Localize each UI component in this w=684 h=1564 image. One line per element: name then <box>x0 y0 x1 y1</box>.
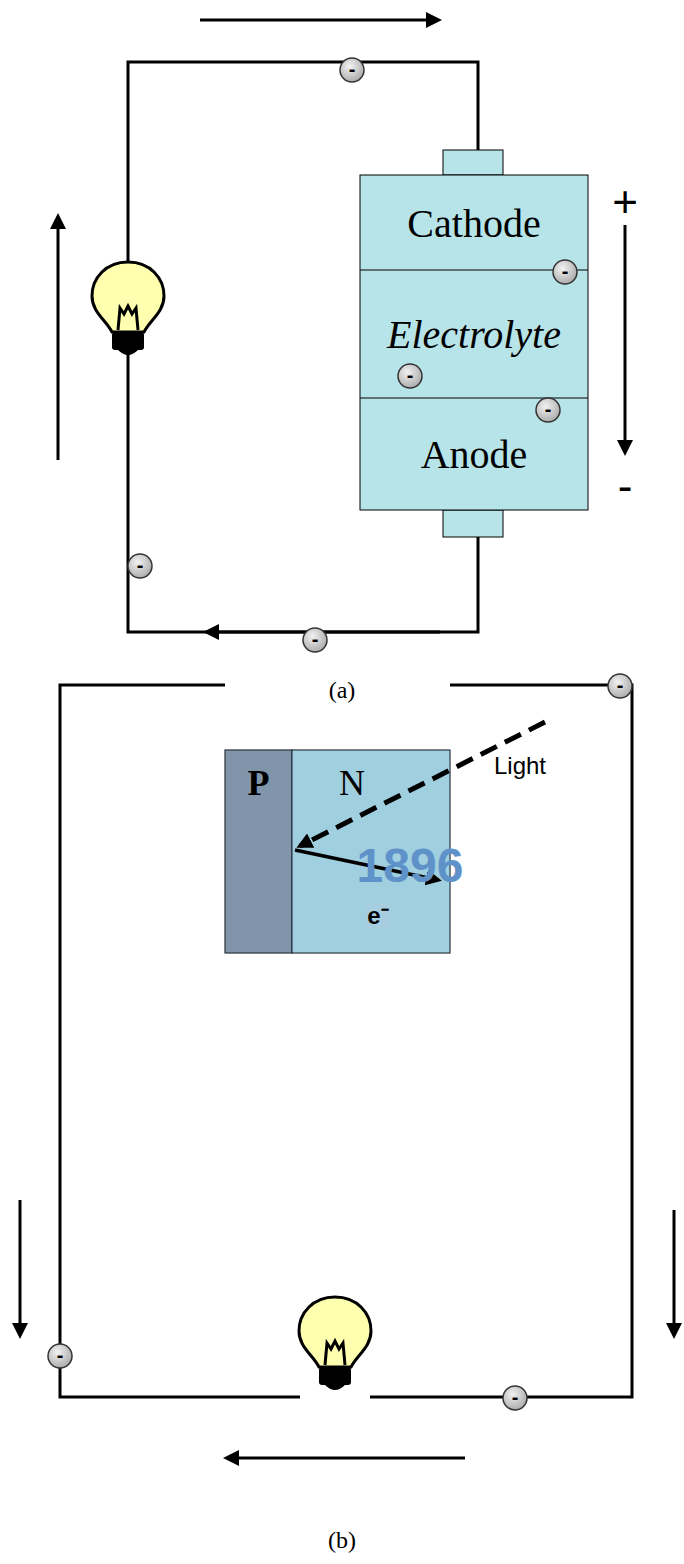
node-text: Cathode <box>407 200 540 247</box>
polarity-sign: + <box>612 180 638 224</box>
battery-body <box>360 175 588 510</box>
panel-caption: (a) <box>329 678 356 702</box>
electron-sign: - <box>407 365 414 385</box>
current-arrow <box>20 1200 674 1458</box>
battery-band: Anode <box>360 399 588 509</box>
node-text: P <box>248 762 270 804</box>
node-text: N <box>339 762 365 804</box>
light-bulb <box>92 262 164 355</box>
light-label: Light <box>492 754 548 778</box>
panel-caption: (b) <box>328 1528 356 1552</box>
electron-sign: - <box>349 59 356 79</box>
electron-sign: - <box>312 629 319 649</box>
light-bulb <box>299 1297 371 1390</box>
electron-sign: - <box>137 555 144 575</box>
band-divider <box>360 398 588 399</box>
polarity-sign: - <box>618 464 633 508</box>
wire <box>60 685 632 1397</box>
node-text: Anode <box>421 431 528 478</box>
watermark: 1896 <box>357 842 464 890</box>
electron-sign: - <box>562 261 569 281</box>
electron-sign: - <box>57 1345 64 1365</box>
electron-sign: - <box>512 1387 519 1407</box>
light-ray <box>300 722 545 846</box>
electron-label: e⁻ <box>365 904 390 928</box>
battery-terminal <box>443 150 503 175</box>
node-text: Electrolyte <box>387 311 561 358</box>
electron <box>48 58 632 1410</box>
current-arrow <box>58 20 625 632</box>
electron-sign: - <box>545 399 552 419</box>
semiconductor-region: P <box>225 760 292 806</box>
electron-sign: - <box>617 675 624 695</box>
battery-terminal <box>443 510 503 537</box>
battery-band: Cathode <box>360 176 588 270</box>
battery-band: Electrolyte <box>360 271 588 398</box>
semiconductor-region: N <box>292 760 412 806</box>
